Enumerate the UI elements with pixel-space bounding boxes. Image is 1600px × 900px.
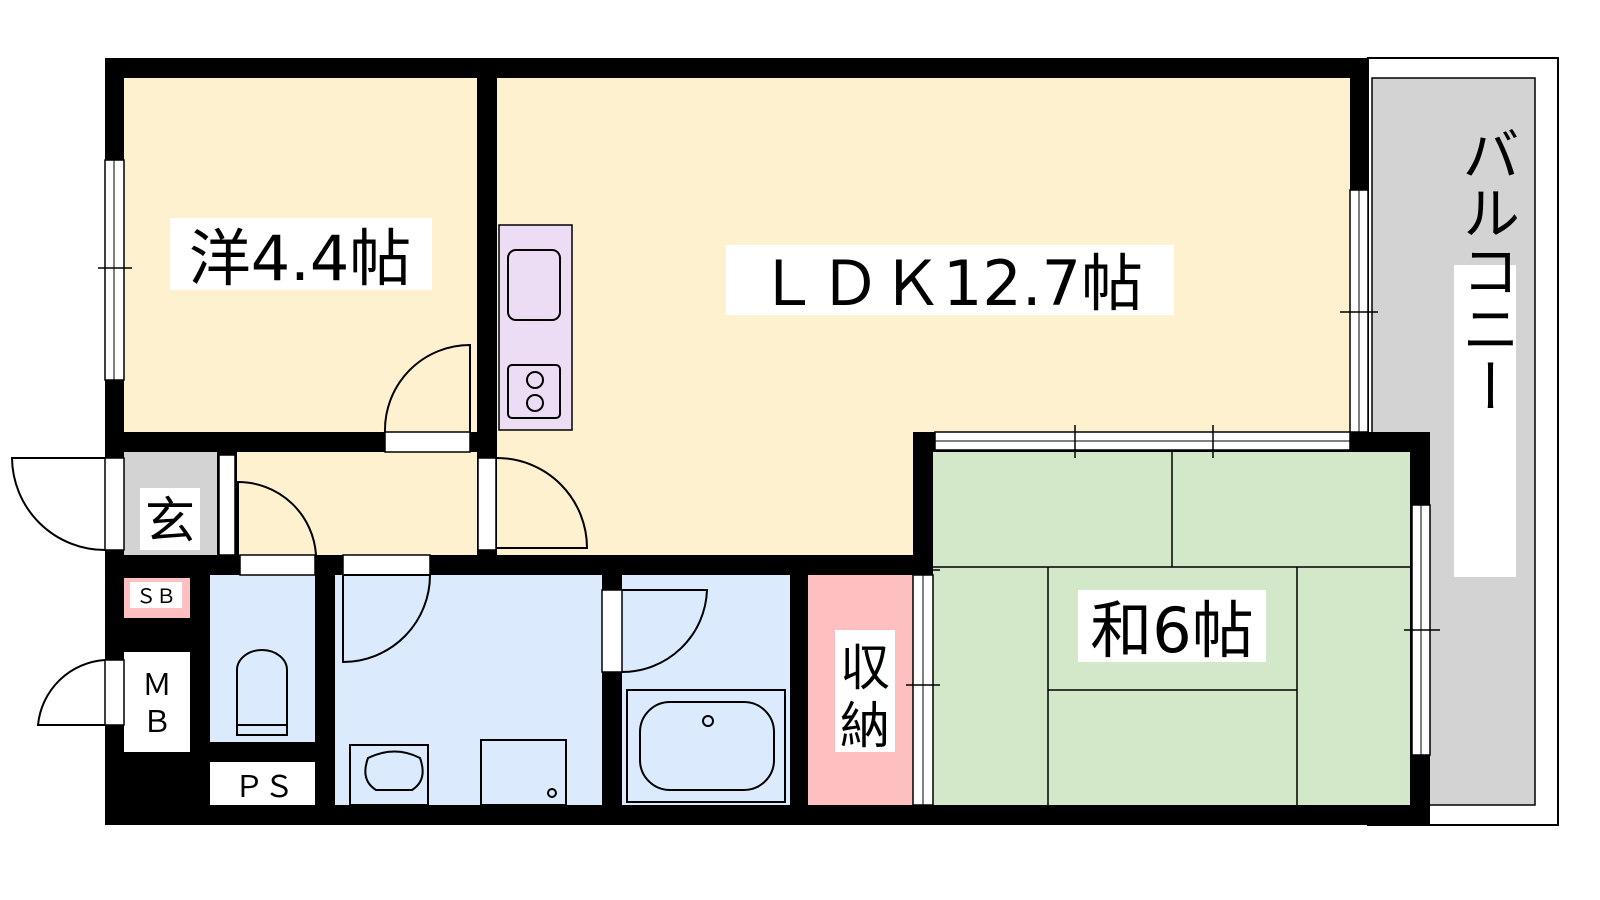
kitchen-counter	[498, 224, 573, 431]
washbasin-icon	[349, 744, 429, 806]
entrance-label: 玄	[145, 492, 195, 550]
balcony-label: バルコニー	[1452, 125, 1520, 415]
ldk-label: ＬＤＫ12.7帖	[757, 247, 1143, 320]
windows	[98, 159, 1440, 806]
meter-box-label-1: Ｍ	[142, 668, 172, 703]
pipe-space-label: ＰＳ	[234, 770, 294, 805]
washing-machine-space	[480, 739, 567, 806]
toilet-icon	[236, 649, 288, 736]
pipe-space	[210, 762, 315, 805]
storage-label-2: 納	[840, 697, 890, 755]
tatami-lines	[933, 452, 1410, 805]
shoe-box-label: ＳＢ	[136, 584, 176, 608]
doors	[10, 343, 709, 726]
sink-icon	[507, 249, 561, 321]
meter-box-label-2: Ｂ	[142, 705, 172, 740]
japanese-room-label: 和6帖	[1090, 594, 1253, 667]
meter-box	[124, 652, 190, 752]
washroom	[335, 575, 602, 805]
storage-label-1: 収	[840, 639, 890, 697]
stove-icon	[507, 364, 561, 419]
bathtub-icon	[626, 689, 786, 803]
western-room-label: 洋4.4帖	[189, 222, 412, 295]
hallway	[237, 452, 477, 555]
